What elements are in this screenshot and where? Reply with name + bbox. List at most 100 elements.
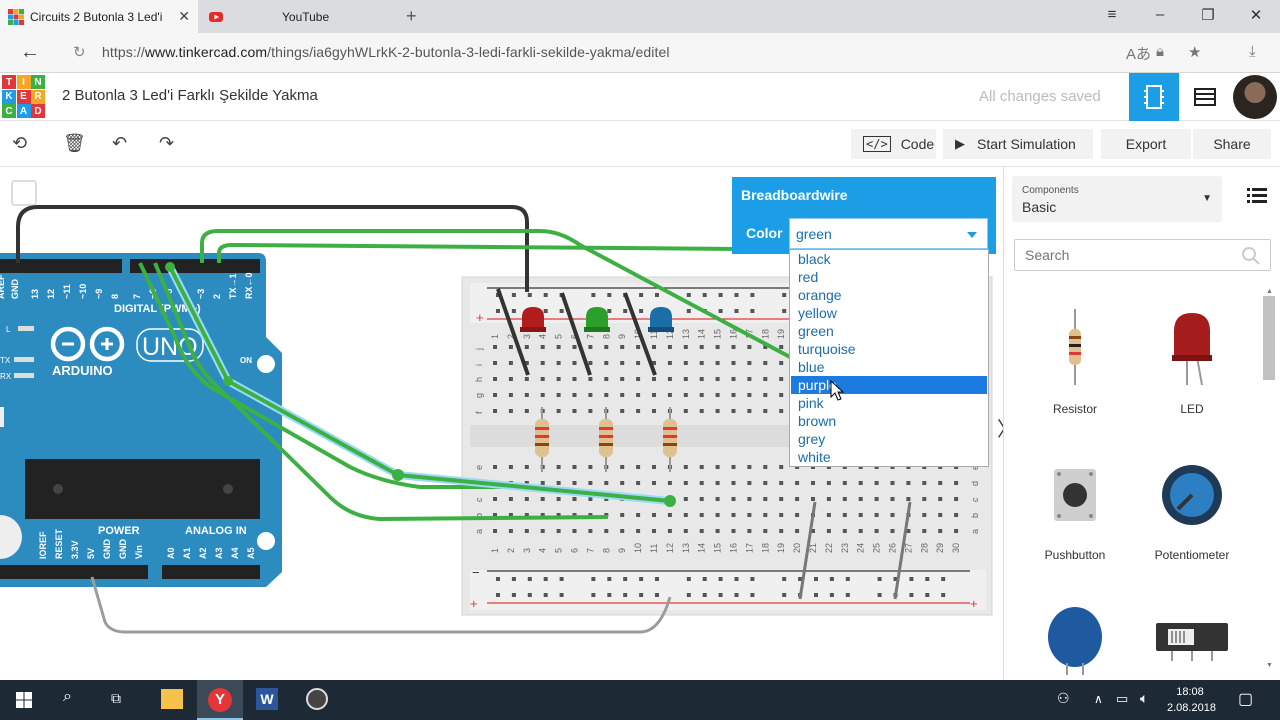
- breadboard-hole[interactable]: [954, 465, 959, 469]
- breadboard-hole[interactable]: [591, 593, 596, 597]
- breadboard-hole[interactable]: [508, 393, 513, 397]
- breadboard-hole[interactable]: [874, 481, 879, 485]
- breadboard-hole[interactable]: [814, 577, 818, 581]
- breadboard-hole[interactable]: [811, 529, 815, 533]
- translate-icon[interactable]: Aあ: [1126, 46, 1152, 63]
- breadboard-hole[interactable]: [493, 393, 497, 397]
- breadboard-hole[interactable]: [556, 409, 561, 413]
- resistor[interactable]: [535, 407, 549, 472]
- breadboard-hole[interactable]: [890, 465, 895, 469]
- breadboard-hole[interactable]: [540, 529, 545, 533]
- color-option-purple[interactable]: purple: [791, 376, 987, 394]
- tray-chevron-icon[interactable]: ∧: [1094, 692, 1103, 706]
- user-avatar[interactable]: [1233, 75, 1277, 119]
- breadboard-hole[interactable]: [954, 529, 959, 533]
- breadboard-hole[interactable]: [508, 513, 513, 517]
- breadboard-hole[interactable]: [591, 577, 596, 581]
- color-option-blue[interactable]: blue: [798, 359, 825, 375]
- component-led[interactable]: LED: [1137, 307, 1247, 416]
- breadboard-hole[interactable]: [941, 593, 946, 597]
- breadboard-hole[interactable]: [954, 481, 959, 485]
- breadboard-hole[interactable]: [747, 481, 752, 485]
- breadboard-hole[interactable]: [556, 465, 561, 469]
- breadboard-hole[interactable]: [588, 393, 593, 397]
- breadboard-hole[interactable]: [636, 377, 641, 381]
- breadboard-hole[interactable]: [620, 345, 625, 349]
- breadboard-hole[interactable]: [508, 409, 513, 413]
- breadboard-hole[interactable]: [540, 513, 545, 517]
- breadboard-hole[interactable]: [782, 293, 787, 297]
- breadboard-hole[interactable]: [718, 577, 723, 581]
- component-resistor[interactable]: Resistor: [1020, 307, 1130, 416]
- star-icon[interactable]: ★: [1188, 44, 1202, 61]
- breadboard-hole[interactable]: [845, 593, 850, 597]
- breadboard-hole[interactable]: [508, 345, 513, 349]
- breadboard-hole[interactable]: [524, 481, 529, 485]
- breadboard-hole[interactable]: [511, 309, 516, 313]
- breadboard-hole[interactable]: [829, 593, 834, 597]
- breadboard-hole[interactable]: [636, 529, 641, 533]
- breadboard-hole[interactable]: [639, 309, 644, 313]
- breadboard-hole[interactable]: [715, 377, 720, 381]
- component-slide-switch[interactable]: [1137, 619, 1247, 669]
- breadboard-hole[interactable]: [540, 393, 545, 397]
- breadboard-hole[interactable]: [763, 377, 768, 381]
- breadboard-hole[interactable]: [588, 465, 593, 469]
- breadboard-hole[interactable]: [543, 577, 548, 581]
- minimize-icon[interactable]: –: [1155, 6, 1165, 23]
- color-select[interactable]: green: [789, 218, 988, 249]
- breadboard-hole[interactable]: [604, 393, 609, 397]
- breadboard-hole[interactable]: [906, 465, 911, 469]
- breadboard-hole[interactable]: [636, 409, 641, 413]
- fit-view-icon[interactable]: [11, 180, 37, 206]
- wire-joint[interactable]: [664, 495, 676, 507]
- breadboard-hole[interactable]: [683, 393, 688, 397]
- wire-green[interactable]: [138, 262, 545, 489]
- breadboard-hole[interactable]: [763, 361, 768, 365]
- breadboard-hole[interactable]: [731, 393, 736, 397]
- breadboard-hole[interactable]: [588, 513, 593, 517]
- breadboard-hole[interactable]: [511, 293, 516, 297]
- breadboard-hole[interactable]: [620, 393, 625, 397]
- breadboard-hole[interactable]: [763, 393, 768, 397]
- breadboard-hole[interactable]: [747, 393, 752, 397]
- breadboard-hole[interactable]: [508, 377, 513, 381]
- breadboard-hole[interactable]: [922, 465, 927, 469]
- breadboard-hole[interactable]: [954, 513, 959, 517]
- component-pushbutton[interactable]: Pushbutton: [1020, 463, 1130, 562]
- breadboard-hole[interactable]: [559, 577, 564, 581]
- breadboard-hole[interactable]: [493, 497, 497, 501]
- breadboard-hole[interactable]: [655, 577, 659, 581]
- breadboard-hole[interactable]: [636, 513, 641, 517]
- breadboard-hole[interactable]: [652, 409, 656, 413]
- breadboard-hole[interactable]: [604, 481, 609, 485]
- breadboard-hole[interactable]: [652, 529, 656, 533]
- breadboard-hole[interactable]: [747, 497, 752, 501]
- breadboard-hole[interactable]: [922, 513, 927, 517]
- breadboard-hole[interactable]: [556, 513, 561, 517]
- breadboard-hole[interactable]: [493, 465, 497, 469]
- list-view-icon[interactable]: [1247, 187, 1267, 203]
- breadboard-hole[interactable]: [620, 481, 625, 485]
- breadboard-hole[interactable]: [699, 409, 704, 413]
- breadboard-hole[interactable]: [572, 481, 577, 485]
- breadboard-hole[interactable]: [620, 513, 625, 517]
- breadboard-hole[interactable]: [938, 513, 943, 517]
- breadboard-hole[interactable]: [874, 497, 879, 501]
- breadboard-hole[interactable]: [527, 293, 532, 297]
- breadboard-hole[interactable]: [636, 393, 641, 397]
- breadboard-hole[interactable]: [508, 465, 513, 469]
- breadboard-hole[interactable]: [604, 529, 609, 533]
- breadboard-hole[interactable]: [604, 361, 609, 365]
- breadboard-hole[interactable]: [572, 345, 577, 349]
- breadboard-hole[interactable]: [715, 393, 720, 397]
- url-field[interactable]: https://www.tinkercad.com/things/ia6gyhW…: [102, 44, 670, 60]
- breadboard-hole[interactable]: [763, 345, 768, 349]
- color-option-turquoise[interactable]: turquoise: [798, 341, 856, 357]
- breadboard-hole[interactable]: [493, 361, 497, 365]
- breadboard-hole[interactable]: [508, 529, 513, 533]
- breadboard-hole[interactable]: [607, 593, 612, 597]
- new-tab-icon[interactable]: +: [406, 6, 417, 26]
- breadboard-hole[interactable]: [508, 497, 513, 501]
- people-icon[interactable]: ⚇: [1057, 690, 1070, 706]
